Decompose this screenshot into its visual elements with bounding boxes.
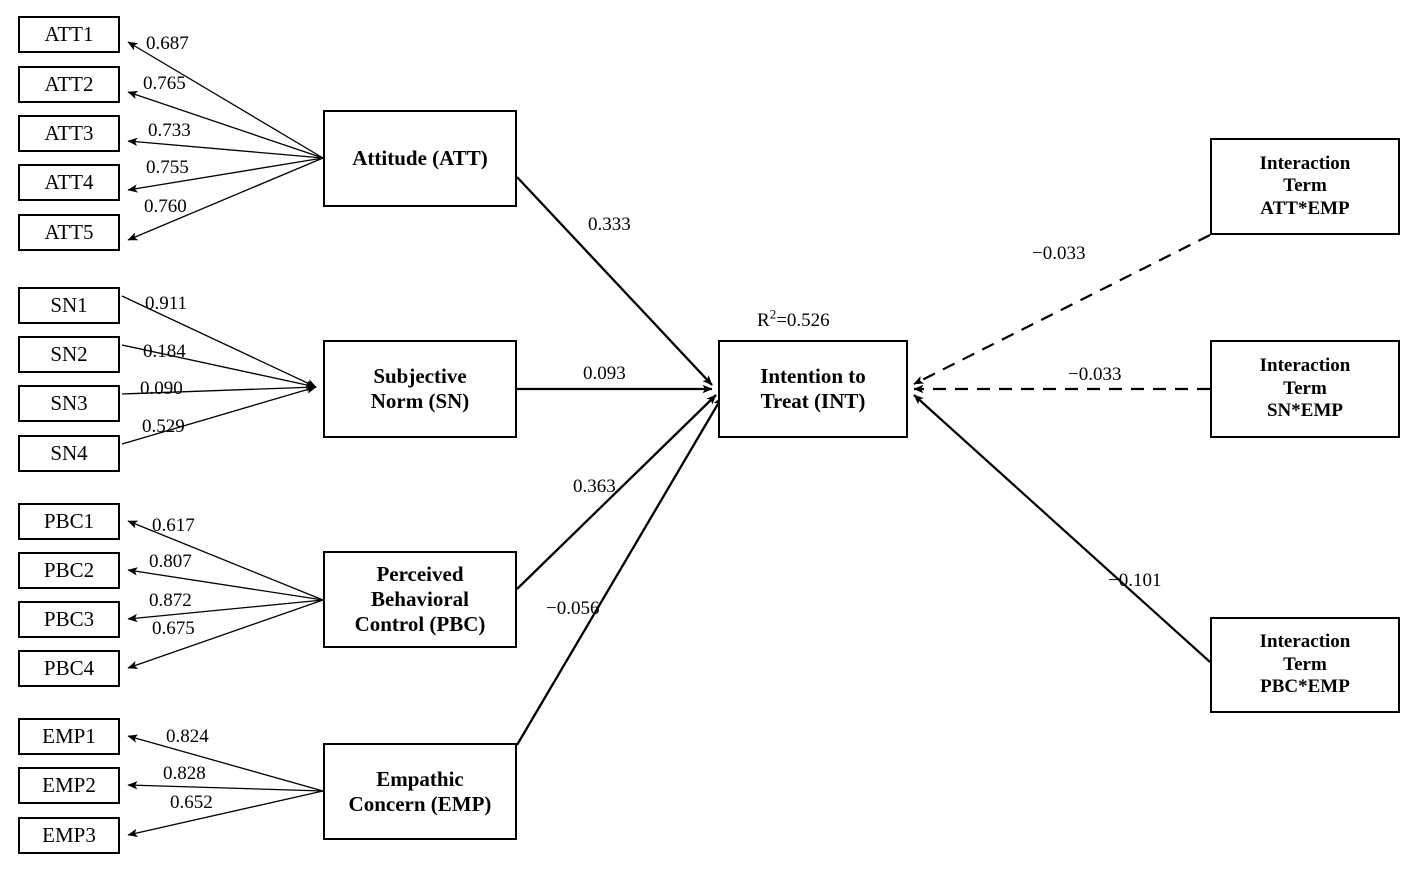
indicator-label: ATT5 bbox=[44, 220, 94, 245]
path-pbcemp-int bbox=[913, 394, 1211, 663]
loading-emp2: 0.828 bbox=[163, 763, 206, 784]
indicator-label: ATT1 bbox=[44, 22, 94, 47]
loading-pbc4: 0.675 bbox=[152, 618, 195, 639]
indicator-label: ATT3 bbox=[44, 121, 94, 146]
indicator-label: EMP1 bbox=[42, 724, 96, 749]
indicator-label: EMP2 bbox=[42, 773, 96, 798]
indicator-att2[interactable]: ATT2 bbox=[18, 66, 120, 103]
path-attemp-int bbox=[913, 234, 1211, 385]
loading-att2: 0.765 bbox=[143, 73, 186, 94]
structural-edges bbox=[516, 176, 723, 746]
moderator-sn-emp[interactable]: Interaction Term SN*EMP bbox=[1210, 340, 1400, 438]
moderator-pbc-emp[interactable]: Interaction Term PBC*EMP bbox=[1210, 617, 1400, 713]
loading-att4: 0.755 bbox=[146, 157, 189, 178]
loading-sn4: 0.529 bbox=[142, 416, 185, 437]
indicator-label: PBC3 bbox=[43, 607, 95, 632]
construct-label: Subjective Norm (SN) bbox=[370, 364, 470, 413]
loading-sn3: 0.090 bbox=[140, 378, 183, 399]
indicator-label: SN1 bbox=[50, 293, 88, 318]
pbc-measurement-edges bbox=[127, 520, 324, 669]
construct-intention-to-treat[interactable]: Intention to Treat (INT) bbox=[718, 340, 908, 438]
loading-pbc2: 0.807 bbox=[149, 551, 192, 572]
loading-att3: 0.733 bbox=[148, 120, 191, 141]
indicator-pbc1[interactable]: PBC1 bbox=[18, 503, 120, 540]
sn-measurement-edges bbox=[121, 295, 317, 445]
coefficient-pbc-int: 0.363 bbox=[573, 476, 616, 497]
indicator-label: EMP3 bbox=[42, 823, 96, 848]
att-measurement-edges bbox=[127, 41, 324, 241]
indicator-pbc3[interactable]: PBC3 bbox=[18, 601, 120, 638]
coefficient-sn-int: 0.093 bbox=[583, 363, 626, 384]
construct-label: Perceived Behavioral Control (PBC) bbox=[354, 562, 486, 636]
coefficient-att-int: 0.333 bbox=[588, 214, 631, 235]
path-emp-int bbox=[516, 396, 723, 746]
indicator-att1[interactable]: ATT1 bbox=[18, 16, 120, 53]
indicator-att5[interactable]: ATT5 bbox=[18, 214, 120, 251]
indicator-sn1[interactable]: SN1 bbox=[18, 287, 120, 324]
indicator-emp1[interactable]: EMP1 bbox=[18, 718, 120, 755]
indicator-emp2[interactable]: EMP2 bbox=[18, 767, 120, 804]
construct-empathic-concern[interactable]: Empathic Concern (EMP) bbox=[323, 743, 517, 840]
loading-emp3: 0.652 bbox=[170, 792, 213, 813]
r-squared-exponent: 2 bbox=[769, 306, 777, 322]
indicator-label: SN3 bbox=[50, 391, 88, 416]
indicator-sn2[interactable]: SN2 bbox=[18, 336, 120, 373]
path-pbc-int bbox=[516, 394, 717, 590]
indicator-pbc2[interactable]: PBC2 bbox=[18, 552, 120, 589]
loading-att5: 0.760 bbox=[144, 196, 187, 217]
moderator-att-emp[interactable]: Interaction Term ATT*EMP bbox=[1210, 138, 1400, 235]
moderation-edges bbox=[913, 234, 1211, 663]
construct-label: Attitude (ATT) bbox=[352, 146, 488, 171]
moderator-label: Interaction Term SN*EMP bbox=[1259, 355, 1351, 422]
path-att-int bbox=[516, 176, 713, 386]
moderator-label: Interaction Term ATT*EMP bbox=[1259, 152, 1351, 219]
construct-label: Empathic Concern (EMP) bbox=[348, 766, 492, 816]
indicator-label: PBC4 bbox=[43, 656, 95, 681]
indicator-label: PBC1 bbox=[43, 509, 95, 534]
indicator-emp3[interactable]: EMP3 bbox=[18, 817, 120, 854]
construct-perceived-behavioral-control[interactable]: Perceived Behavioral Control (PBC) bbox=[323, 551, 517, 648]
indicator-att4[interactable]: ATT4 bbox=[18, 164, 120, 201]
r-squared-symbol: R bbox=[757, 310, 770, 331]
construct-attitude[interactable]: Attitude (ATT) bbox=[323, 110, 517, 207]
indicator-label: SN4 bbox=[50, 441, 88, 466]
indicator-sn3[interactable]: SN3 bbox=[18, 385, 120, 422]
loading-sn2: 0.184 bbox=[143, 341, 186, 362]
loading-pbc1: 0.617 bbox=[152, 515, 195, 536]
construct-subjective-norm[interactable]: Subjective Norm (SN) bbox=[323, 340, 517, 438]
indicator-pbc4[interactable]: PBC4 bbox=[18, 650, 120, 687]
loading-att1: 0.687 bbox=[146, 33, 189, 54]
emp-measurement-edges bbox=[127, 734, 324, 838]
coefficient-attemp-int: −0.033 bbox=[1032, 243, 1086, 264]
loading-emp1: 0.824 bbox=[166, 726, 209, 747]
coefficient-snemp-int: −0.033 bbox=[1068, 364, 1122, 385]
indicator-att3[interactable]: ATT3 bbox=[18, 115, 120, 152]
indicator-sn4[interactable]: SN4 bbox=[18, 435, 120, 472]
construct-label: Intention to Treat (INT) bbox=[760, 364, 866, 413]
r-squared-label: R2=0.526 bbox=[757, 306, 830, 332]
indicator-label: SN2 bbox=[50, 342, 88, 367]
loading-sn1: 0.911 bbox=[145, 293, 188, 314]
coefficient-pbcemp-int: −0.101 bbox=[1108, 570, 1162, 591]
indicator-label: PBC2 bbox=[43, 558, 95, 583]
coefficient-emp-int: −0.056 bbox=[546, 598, 600, 619]
r-squared-value: =0.526 bbox=[776, 310, 830, 331]
moderator-label: Interaction Term PBC*EMP bbox=[1259, 631, 1351, 698]
indicator-label: ATT2 bbox=[44, 72, 94, 97]
loading-pbc3: 0.872 bbox=[149, 590, 192, 611]
indicator-label: ATT4 bbox=[44, 170, 94, 195]
